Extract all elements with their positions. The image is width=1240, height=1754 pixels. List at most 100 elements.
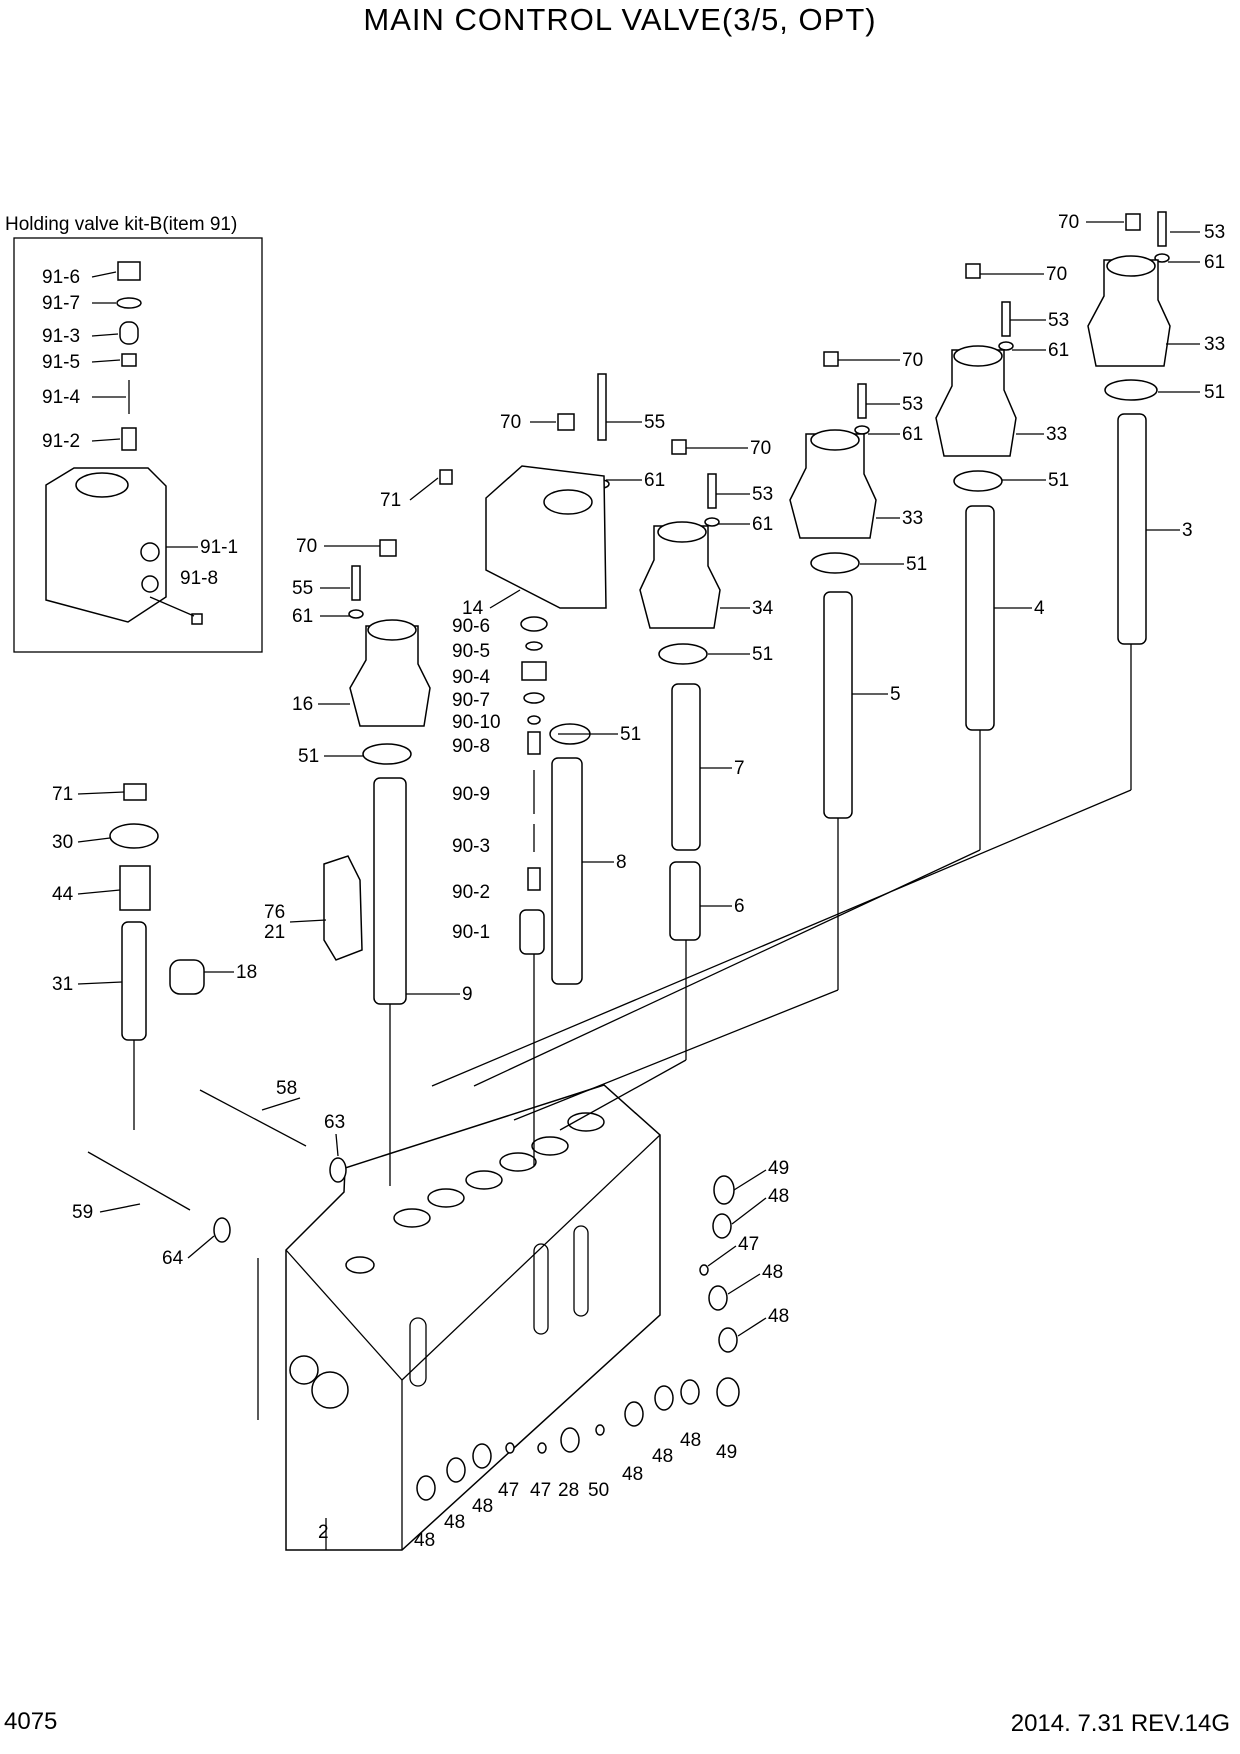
callout: 71 (52, 784, 73, 805)
callout-leaders (77, 221, 1200, 1550)
callout: 48 (768, 1306, 789, 1327)
callout: 21 (264, 922, 285, 943)
callout: 31 (52, 974, 73, 995)
o-rings (416, 1175, 740, 1501)
callout-labels: 70 53 61 33 51 3 70 53 61 33 51 4 70 53 … (52, 212, 1225, 1551)
bolts (87, 1089, 347, 1243)
spool-5-stack (789, 351, 877, 990)
callout: 70 (750, 438, 771, 459)
kit-parts (45, 261, 203, 625)
callout: 70 (1058, 212, 1079, 233)
callout: 33 (1046, 424, 1067, 445)
callout: 9 (462, 984, 473, 1005)
callout: 48 (680, 1430, 701, 1451)
callout: 53 (752, 484, 773, 505)
callout: 48 (472, 1496, 493, 1517)
callout: 70 (1046, 264, 1067, 285)
callout: 7 (734, 758, 745, 779)
spool-3-stack (1087, 211, 1171, 790)
callout: 47 (530, 1480, 551, 1501)
callout: 49 (716, 1442, 737, 1463)
callout: 90-8 (452, 736, 490, 757)
spool-7-stack (639, 439, 721, 1060)
callout: 90-2 (452, 882, 490, 903)
callout: 33 (1204, 334, 1225, 355)
svg-text:91-3: 91-3 (42, 326, 80, 347)
page-title: MAIN CONTROL VALVE(3/5, OPT) (363, 2, 877, 37)
callout: 64 (162, 1248, 184, 1269)
callout: 61 (902, 424, 923, 445)
callout: 90-5 (452, 641, 490, 662)
callout: 55 (644, 412, 665, 433)
callout: 33 (902, 508, 923, 529)
callout: 48 (762, 1262, 783, 1283)
callout: 51 (1204, 382, 1225, 403)
callout: 3 (1182, 520, 1193, 541)
callout: 58 (276, 1078, 297, 1099)
callout: 51 (1048, 470, 1069, 491)
callout: 48 (622, 1464, 643, 1485)
svg-text:91-6: 91-6 (42, 267, 80, 288)
svg-text:91-2: 91-2 (42, 431, 80, 452)
callout: 63 (324, 1112, 345, 1133)
callout: 6 (734, 896, 745, 917)
callout: 2 (318, 1522, 329, 1543)
callout: 44 (52, 884, 74, 905)
callout: 51 (620, 724, 641, 745)
callout: 53 (1204, 222, 1225, 243)
callout: 47 (498, 1480, 519, 1501)
callout: 71 (380, 490, 401, 511)
svg-text:91-7: 91-7 (42, 293, 80, 314)
callout: 48 (768, 1186, 789, 1207)
port-relief-parts (109, 783, 363, 1130)
callout: 51 (752, 644, 773, 665)
callout: 53 (1048, 310, 1069, 331)
callout: 49 (768, 1158, 789, 1179)
callout: 61 (292, 606, 313, 627)
callout: 8 (616, 852, 627, 873)
callout: 76 (264, 902, 285, 923)
callout: 90-9 (452, 784, 490, 805)
callout: 90-7 (452, 690, 490, 711)
kit-frame (13, 237, 263, 653)
callout: 90-4 (452, 667, 490, 688)
assembly-lines (431, 789, 1132, 1131)
svg-text:91-5: 91-5 (42, 352, 80, 373)
callout: 70 (296, 536, 317, 557)
callout: 61 (1048, 340, 1069, 361)
callout: 50 (588, 1480, 609, 1501)
callout: 47 (738, 1234, 759, 1255)
callout: 59 (72, 1202, 93, 1223)
main-valve-block (257, 1084, 661, 1551)
callout: 70 (902, 350, 923, 371)
callout: 18 (236, 962, 257, 983)
kit-caption: Holding valve kit-B(item 91) (5, 214, 238, 235)
callout: 51 (906, 554, 927, 575)
callout: 48 (444, 1512, 465, 1533)
callout: 48 (652, 1446, 673, 1467)
spool-9-stack (348, 539, 431, 1186)
callout: 61 (644, 470, 665, 491)
callout: 61 (752, 514, 773, 535)
callout: 34 (752, 598, 774, 619)
callout: 4 (1034, 598, 1045, 619)
callout: 48 (414, 1530, 435, 1551)
callout: 5 (890, 684, 901, 705)
callout: 28 (558, 1480, 579, 1501)
page-number: 4075 (4, 1708, 58, 1735)
svg-text:91-4: 91-4 (42, 387, 80, 408)
callout: 90-3 (452, 836, 490, 857)
callout: 16 (292, 694, 313, 715)
callout: 51 (298, 746, 319, 767)
svg-text:91-8: 91-8 (180, 568, 218, 589)
svg-text:91-1: 91-1 (200, 537, 238, 558)
spool-4-stack (935, 263, 1017, 850)
callout: 30 (52, 832, 73, 853)
callout: 90-6 (452, 616, 490, 637)
callout: 90-1 (452, 922, 490, 943)
callout: 53 (902, 394, 923, 415)
callout: 14 (462, 598, 484, 619)
kit-labels: 91-6 91-7 91-3 91-5 91-4 91-2 91-1 91-8 (42, 267, 238, 617)
callout: 90-10 (452, 712, 501, 733)
